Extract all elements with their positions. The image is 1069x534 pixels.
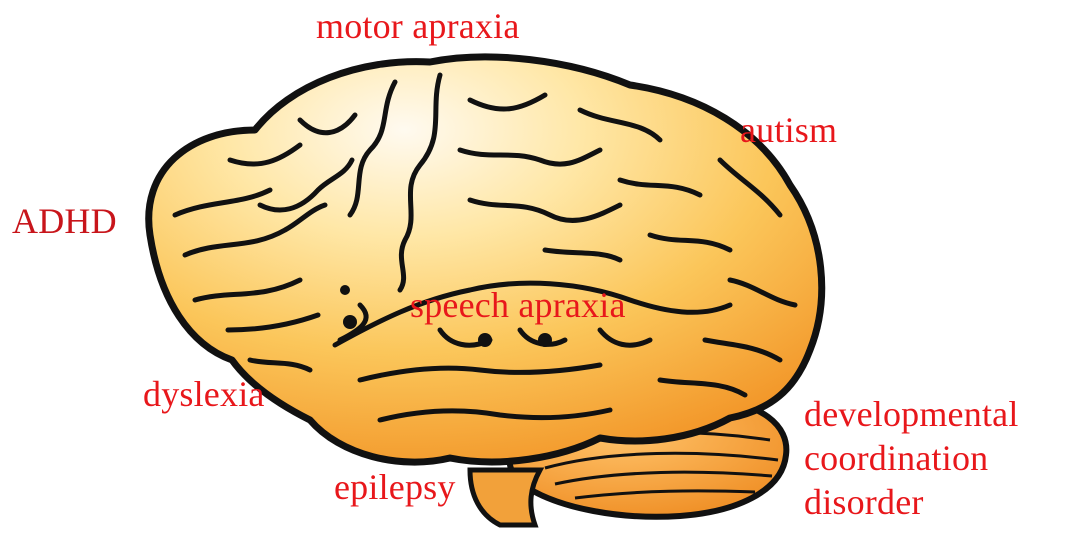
label-adhd: ADHD	[12, 203, 117, 239]
label-dcd-line1: developmental	[804, 392, 1019, 436]
label-dcd-line3: disorder	[804, 480, 1019, 524]
label-motor-apraxia: motor apraxia	[316, 8, 520, 44]
brain-stem	[470, 470, 540, 525]
label-epilepsy: epilepsy	[334, 469, 456, 505]
label-autism: autism	[740, 112, 837, 148]
label-developmental-coordination-disorder: developmental coordination disorder	[804, 392, 1019, 524]
label-dyslexia: dyslexia	[143, 376, 265, 412]
label-dcd-line2: coordination	[804, 436, 1019, 480]
label-speech-apraxia: speech apraxia	[410, 287, 626, 323]
